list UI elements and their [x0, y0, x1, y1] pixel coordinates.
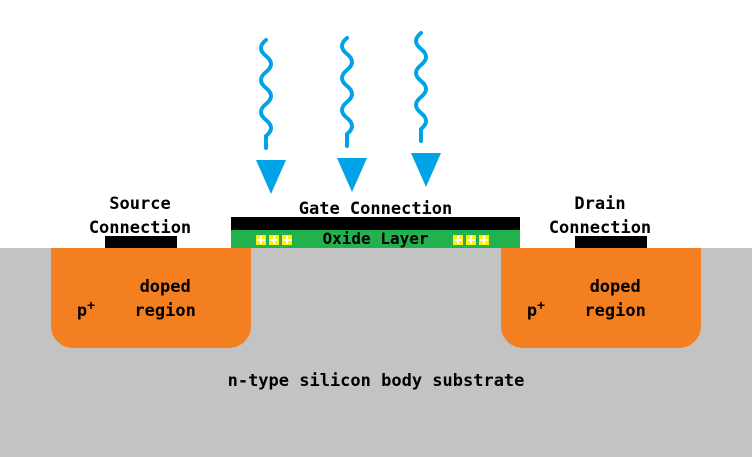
p-doped-text: doped region	[134, 277, 196, 321]
wavy-down-arrow-icon	[411, 31, 441, 187]
plus-superscript: +	[537, 298, 545, 314]
p-doped-region-source: p+ doped region	[51, 248, 251, 348]
p-doped-text: doped region	[584, 277, 646, 321]
gate-connection-label: Gate Connection	[298, 199, 453, 219]
source-contact	[105, 236, 177, 248]
p-symbol: p	[526, 301, 538, 321]
wavy-down-arrow-icon	[256, 38, 286, 194]
plus-square-icon	[479, 235, 489, 245]
wavy-down-arrow-icon	[337, 36, 367, 192]
incident-light	[256, 31, 441, 194]
hole-group-right	[453, 235, 489, 245]
p-doped-region-source-label: p+ doped region	[51, 275, 251, 323]
hole-group-left	[256, 235, 292, 245]
gate-contact	[231, 217, 520, 230]
drain-contact	[575, 236, 647, 248]
plus-square-icon	[466, 235, 476, 245]
source-connection-label: Source Connection	[88, 194, 192, 238]
p-symbol: p	[76, 301, 88, 321]
p-doped-region-drain: p+ doped region	[501, 248, 701, 348]
oxide-layer	[231, 230, 520, 248]
p-doped-region-drain-label: p+ doped region	[501, 275, 701, 323]
drain-connection-label: Drain Connection	[548, 194, 652, 238]
oxide-layer-label: Oxide Layer	[322, 229, 429, 248]
plus-square-icon	[256, 235, 266, 245]
plus-square-icon	[453, 235, 463, 245]
substrate-label: n-type silicon body substrate	[227, 371, 525, 391]
plus-square-icon	[282, 235, 292, 245]
plus-superscript: +	[87, 298, 95, 314]
plus-square-icon	[269, 235, 279, 245]
